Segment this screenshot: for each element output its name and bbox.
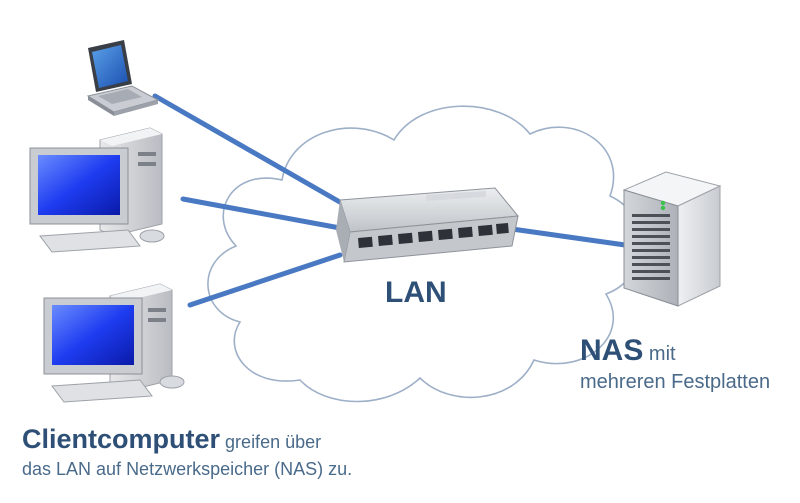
desktop-computer-icon [29,127,165,253]
connection-lines [152,93,628,308]
nas-server-icon [622,171,722,307]
desktop-computer-icon [43,283,185,403]
client-caption-line2: das LAN auf Netzwerkspeicher (NAS) zu. [22,459,353,479]
nas-caption: NAS mit [580,334,676,368]
client-title-suffix: greifen über [225,432,322,452]
nas-title: NAS [580,334,644,367]
nas-caption-line2: mehreren Festplatten [580,371,771,393]
client-caption: Clientcomputer greifen über [22,424,321,455]
link-nas [509,226,628,248]
network-switch-icon [336,187,519,263]
link-desktop-top [180,196,343,231]
link-laptop [152,93,348,208]
lan-label: LAN [385,276,447,309]
client-title: Clientcomputer [22,424,221,454]
laptop-icon [86,40,160,116]
nas-title-suffix: mit [648,343,676,365]
link-desktop-bottom [187,252,343,308]
drive-bays [632,214,670,280]
